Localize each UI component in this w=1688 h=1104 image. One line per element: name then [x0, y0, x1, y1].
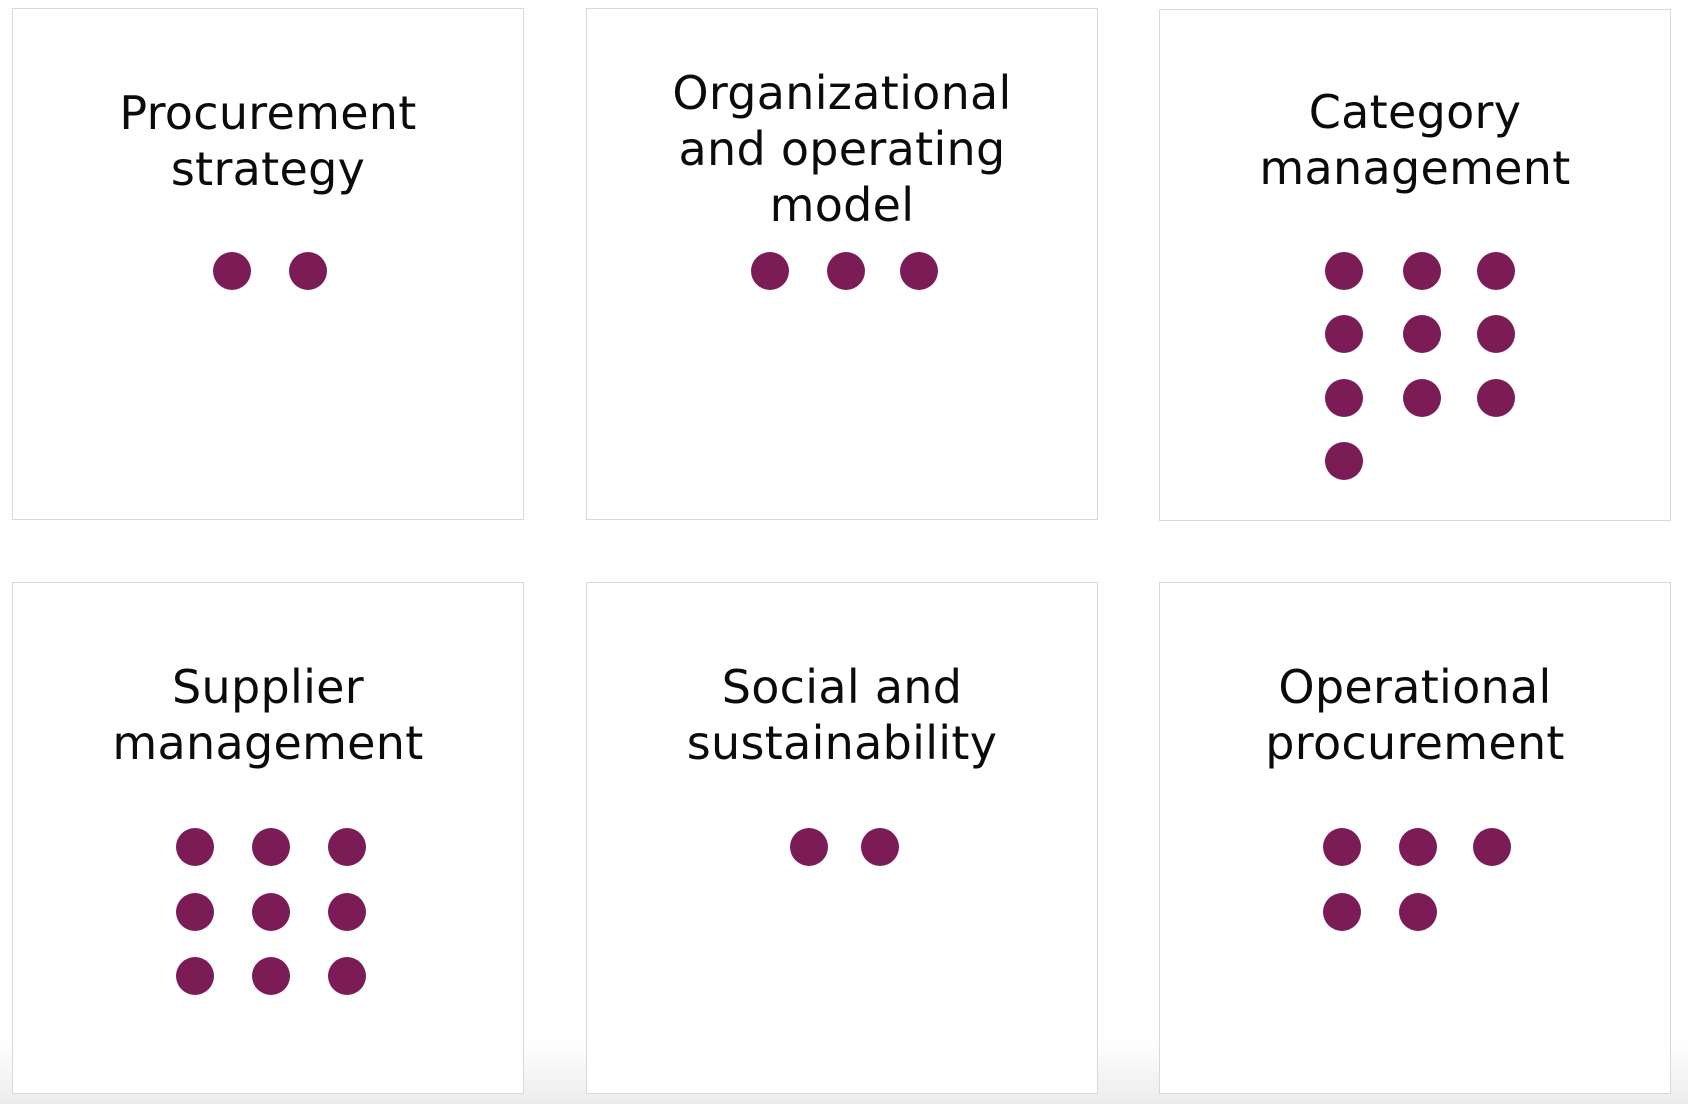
dot-marker — [1477, 379, 1515, 417]
dot-marker — [1477, 315, 1515, 353]
dot-grid — [587, 9, 1097, 519]
dot-marker — [900, 252, 938, 290]
dot-marker — [1325, 442, 1363, 480]
card-operational-procurement: Operational procurement — [1159, 582, 1671, 1094]
dot-marker — [328, 828, 366, 866]
card-title: Category management — [1259, 85, 1571, 195]
dot-grid — [13, 9, 523, 519]
dot-marker — [1325, 379, 1363, 417]
card-category-management: Category management — [1159, 9, 1671, 521]
dot-marker — [176, 957, 214, 995]
card-title: Operational procurement — [1265, 660, 1565, 770]
dot-marker — [751, 252, 789, 290]
dot-marker — [252, 893, 290, 931]
dot-marker — [1399, 893, 1437, 931]
dot-marker — [1477, 252, 1515, 290]
dot-marker — [213, 252, 251, 290]
dot-marker — [1403, 379, 1441, 417]
card-title: Organizational and operating model — [672, 66, 1012, 232]
dot-grid — [587, 583, 1097, 1093]
dot-marker — [289, 252, 327, 290]
card-title: Supplier management — [112, 660, 424, 770]
card-procurement-strategy: Procurement strategy — [12, 8, 524, 520]
dot-marker — [328, 893, 366, 931]
dot-marker — [252, 828, 290, 866]
dot-marker — [1323, 893, 1361, 931]
dot-marker — [827, 252, 865, 290]
dot-marker — [1325, 315, 1363, 353]
card-organizational-operating-model: Organizational and operating model — [586, 8, 1098, 520]
dot-marker — [1323, 828, 1361, 866]
dot-marker — [1473, 828, 1511, 866]
dot-marker — [176, 828, 214, 866]
dot-marker — [790, 828, 828, 866]
dot-marker — [176, 893, 214, 931]
dot-marker — [861, 828, 899, 866]
dot-grid — [13, 583, 523, 1093]
dot-marker — [252, 957, 290, 995]
dot-grid — [1160, 10, 1670, 520]
card-title: Social and sustainability — [686, 660, 998, 770]
dot-marker — [1399, 828, 1437, 866]
dot-marker — [1325, 252, 1363, 290]
card-title: Procurement strategy — [119, 86, 417, 196]
dot-marker — [1403, 315, 1441, 353]
dot-marker — [1403, 252, 1441, 290]
dot-grid — [1160, 583, 1670, 1093]
card-supplier-management: Supplier management — [12, 582, 524, 1094]
card-social-sustainability: Social and sustainability — [586, 582, 1098, 1094]
dot-marker — [328, 957, 366, 995]
